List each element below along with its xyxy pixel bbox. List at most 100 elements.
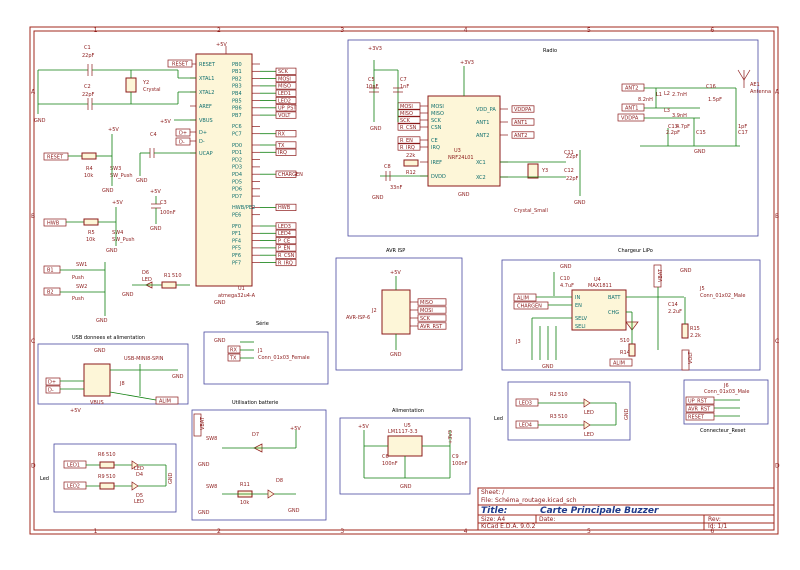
j5-value: Conn_01x02_Male	[700, 293, 745, 299]
j6-ref: J6	[723, 383, 729, 389]
charger-title: Chargeur LiPo	[618, 248, 653, 254]
c9-value: 100nF	[452, 461, 468, 467]
vddpa-label: VDDPA	[621, 116, 639, 122]
c8-value: 33nF	[390, 185, 403, 191]
plus5-isp: +5V	[390, 270, 401, 276]
isp-pin-1: MOSI	[420, 308, 433, 314]
serie-frame	[203, 331, 329, 385]
serie-rx-label: RX	[230, 348, 237, 354]
nrf-lpin-5: IRQ	[431, 145, 440, 151]
nrf-label-5: R_IRQ	[400, 145, 415, 151]
mcu-rpin-8: PC6	[232, 124, 242, 130]
usb-connector-body	[83, 363, 111, 397]
led4-value: LED	[584, 432, 594, 438]
grid-col-1: 1	[94, 27, 98, 34]
avr-isp-block: AVR ISP J2 AVR-ISP-6 +5V GND MISOMOSISCK…	[335, 248, 463, 371]
c17-value: 1pF	[738, 124, 747, 130]
mcu-label-0: SCK	[278, 69, 289, 75]
mcu-label-12: LED3	[278, 224, 291, 230]
j6-up-rst: UP_RST	[688, 399, 708, 405]
grid-row-right-B: B	[775, 213, 779, 220]
mcu-net-labels: SCKMOSIMISOLED1LED2UP_PSTVOLTRXTXIRQCHAR…	[260, 67, 303, 266]
led1-label: LED1	[67, 463, 80, 469]
led-right-frame	[507, 381, 631, 441]
usb-dp-label: D+	[48, 380, 56, 386]
c12-ref: C12	[564, 168, 574, 174]
chg-lpin-2: SELV	[575, 316, 588, 322]
grid-row-right-D: D	[775, 463, 780, 470]
mcu-label-5: UP_PST	[278, 106, 297, 112]
reset-connector-block: Connecteur_Reset J6 Conn_01x03_Male UP_R…	[683, 379, 769, 434]
mcu-rpin-20: PF0	[232, 224, 241, 230]
nrf-rpin-3: XC1	[476, 160, 486, 166]
serie-ref: J1	[257, 348, 263, 354]
nrf-lpin-0: MOSI	[431, 104, 444, 110]
b2-label	[43, 287, 61, 296]
hwb-text: HWB	[47, 221, 60, 227]
grid-col-bottom-2: 2	[217, 528, 221, 535]
mcu-rpin-12: PD2	[232, 157, 242, 163]
isp-frame	[335, 257, 463, 371]
nrf-lpin-4: CE	[431, 138, 438, 144]
mcu-value: atmega32u4-A	[218, 293, 256, 299]
led-left-title: Led	[40, 476, 49, 482]
serie-block: Série GND RX TX J1 Conn_01x03_Female	[203, 320, 329, 385]
r15-ref: R15	[690, 326, 700, 332]
l2-value: 2.7nH	[672, 92, 687, 98]
led2-label: LED2	[67, 484, 80, 490]
c6-value: 100nF	[382, 461, 398, 467]
radio-title: Radio	[543, 48, 557, 54]
nrf-label-3: R_CSN	[400, 125, 417, 131]
r12-value: 22k	[406, 153, 415, 159]
mcu-rpin-4: PB4	[232, 91, 242, 97]
radio-frame	[347, 39, 759, 237]
chg-lpin-0: IN	[575, 295, 580, 301]
usb-value: USB-MINI8-SPIN	[124, 356, 164, 362]
b1-text: B1	[47, 268, 54, 274]
r3-value: 510	[558, 414, 568, 420]
l1-ref: L1	[656, 92, 662, 98]
plus3v3-caps: +3V3	[368, 46, 382, 52]
mcu-pin-5: D+	[199, 130, 207, 136]
mcu-ref: U1	[238, 286, 245, 292]
plus5-sw3: +5V	[108, 127, 119, 133]
battery-block: Utilisation batterie VBAT SW8 D7 +5V GND…	[191, 400, 327, 521]
grid-row-right-C: C	[775, 338, 779, 345]
mcu-rpin-13: PD3	[232, 165, 242, 171]
serie-value: Conn_01x03_Female	[258, 355, 310, 361]
mcu-label-13: LED4	[278, 231, 291, 237]
j6-avr-rst: AVR_RST	[688, 407, 711, 413]
gnd-sw4: GND	[106, 248, 118, 254]
led-right-title: Led	[494, 416, 503, 422]
c15-ref: C15	[696, 130, 706, 136]
title-block: Sheet: / File: Schéma_routage.kicad_sch …	[477, 487, 775, 531]
title-id: Id: 1/1	[708, 523, 727, 530]
alimentation-block: Alimentation U5 LM1117-3.3 +5V +3V3 C6 1…	[339, 408, 471, 495]
isp-pin-0: MISO	[420, 300, 433, 306]
nrf24-ref: U3	[454, 148, 461, 154]
mcu-rpin-25: PF7	[232, 260, 241, 266]
r4-value: 10k	[84, 173, 93, 179]
reset-label-text: RESET	[172, 62, 189, 68]
gnd-bat2: GND	[288, 508, 300, 514]
c8-ref: C8	[384, 164, 391, 170]
r9-ref: R9	[98, 474, 105, 480]
plus5-usb: +5V	[70, 408, 81, 414]
usb-dm-label: D-	[48, 388, 54, 394]
nrf-lpin-2: SCK	[431, 118, 442, 124]
c16-ref: C16	[706, 84, 716, 90]
mcu-label-8: TX	[277, 143, 285, 149]
nrf-rpin-4: XC2	[476, 175, 486, 181]
plus5-bat: +5V	[290, 426, 301, 432]
reset-in-label	[43, 152, 69, 161]
mcu-rpin-2: PB2	[232, 76, 242, 82]
nrf-label-0: MOSI	[400, 104, 413, 110]
mcu-right-pins: PB0PB1PB2PB3PB4PB5PB6PB7PC6PC7PD0PD1PD2P…	[232, 62, 260, 266]
c13-ref: C13	[668, 124, 678, 130]
r15-body	[681, 323, 689, 339]
r12-ref: R12	[406, 170, 416, 176]
usb-alim-label: ALIM	[159, 399, 171, 405]
